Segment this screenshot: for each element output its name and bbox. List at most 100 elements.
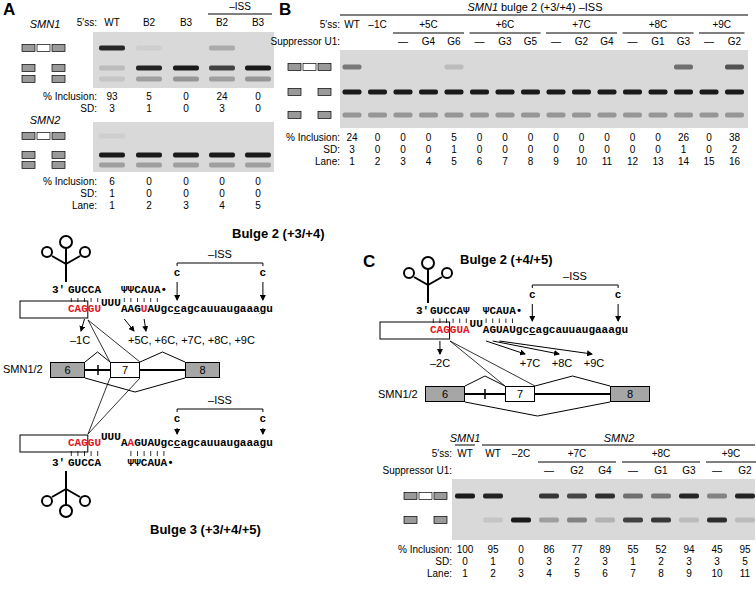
column-header: +7C [572, 19, 591, 31]
guide-line [706, 462, 756, 463]
lane-number: 16 [729, 156, 740, 168]
table-value: 3 [546, 556, 552, 568]
u1-snrna [52, 489, 66, 497]
gel-band [700, 90, 719, 95]
exon-number: 8 [627, 388, 633, 401]
gel-band [209, 46, 235, 51]
column-header: G4 [600, 36, 613, 48]
gel-band [496, 90, 515, 95]
column-header: +6C [496, 19, 515, 31]
lane-number: 1 [349, 156, 355, 168]
table-value: 1 [451, 144, 457, 156]
column-header: –ISS [229, 1, 251, 13]
guide-line [546, 33, 617, 34]
mutation-base: c [174, 267, 181, 280]
table-value: 3 [686, 556, 692, 568]
gel-band [343, 90, 362, 95]
base-pair-tick [446, 319, 447, 324]
table-value: 52 [655, 544, 666, 556]
row-label: Lane: [72, 200, 97, 212]
table-value: 0 [579, 132, 585, 144]
table-value: 95 [487, 544, 498, 556]
row-label: % Inclusion: [286, 132, 340, 144]
u1-snrna [42, 496, 52, 506]
rna-sequence: u [266, 437, 273, 450]
column-header: +8C [652, 448, 671, 460]
exon-icon [52, 65, 65, 72]
table-value: 0 [146, 188, 152, 200]
gel-band [511, 518, 531, 523]
lane-number: 10 [711, 568, 722, 580]
column-header: — [628, 36, 638, 48]
exon-number: 6 [442, 388, 448, 401]
splice-line [535, 376, 610, 386]
column-header: — [551, 36, 561, 48]
gel-band [651, 518, 671, 523]
gel-band [674, 90, 693, 95]
base-pair-tick [97, 451, 98, 456]
exon-icon [37, 133, 50, 140]
table-value: 0 [183, 103, 189, 115]
column-header: G2 [570, 465, 583, 477]
rna-sequence: c [174, 437, 181, 450]
rna-sequence: AGUAUgc [483, 324, 529, 337]
mutation-arrow [177, 282, 178, 300]
column-header: — [628, 465, 638, 477]
base-pair-tick [144, 298, 145, 302]
gel-band [445, 65, 464, 70]
column-header: — [712, 465, 722, 477]
base-pair-tick [157, 298, 158, 302]
table-value: 0 [630, 132, 636, 144]
table-value: 0 [146, 176, 152, 188]
rna-sequence: u [266, 303, 273, 316]
column-header: +9C [722, 448, 741, 460]
column-header: G4 [598, 465, 611, 477]
lane-number: 10 [576, 156, 587, 168]
gel-band [99, 46, 125, 51]
table-value: 100 [457, 544, 474, 556]
lane-number: 5 [451, 156, 457, 168]
mutation-arrow [618, 304, 619, 321]
lane-number: 11 [740, 568, 750, 580]
bracket [532, 285, 533, 288]
mutation-arrow [124, 319, 134, 331]
splice-line [465, 376, 505, 386]
gel-band [521, 90, 540, 95]
exon-icon [288, 64, 301, 71]
gel-band [649, 90, 668, 95]
u1-sequence: GUCCAΨ [430, 305, 470, 318]
u1-sequence: GUCCA [68, 457, 101, 470]
gel-band [707, 494, 727, 499]
gel-band [725, 90, 744, 95]
exon-icon [318, 89, 331, 96]
zoom-line [88, 378, 110, 434]
gel-band [209, 66, 235, 71]
lane-number: 2 [146, 200, 152, 212]
exon-number: 7 [517, 388, 523, 401]
bracket [177, 263, 263, 264]
u1-snrna [66, 489, 80, 497]
u1-snrna [414, 277, 428, 285]
column-header: WT [344, 19, 360, 31]
lane-number: 5 [574, 568, 580, 580]
u1-snrna [66, 256, 80, 264]
u1-snrna [60, 505, 72, 517]
base-pair-tick [84, 451, 85, 456]
table-value: 0 [255, 91, 261, 103]
base-pair-tick [433, 319, 434, 324]
gel-band [623, 518, 643, 523]
table-value: 1 [681, 144, 687, 156]
lane-number: 2 [490, 568, 496, 580]
table-value: 93 [106, 91, 117, 103]
table-value: 5 [146, 91, 152, 103]
table-value: 0 [604, 144, 610, 156]
region-label: –ISS [563, 270, 587, 283]
table-value: 0 [477, 144, 483, 156]
exon-icon [434, 493, 447, 500]
lane-number: 13 [652, 156, 663, 168]
u1-sequence: 3′ [416, 305, 429, 318]
mutation-arrow [262, 428, 263, 434]
column-header: — [398, 36, 408, 48]
base-pair-tick [137, 298, 138, 302]
table-value: 1 [630, 556, 636, 568]
